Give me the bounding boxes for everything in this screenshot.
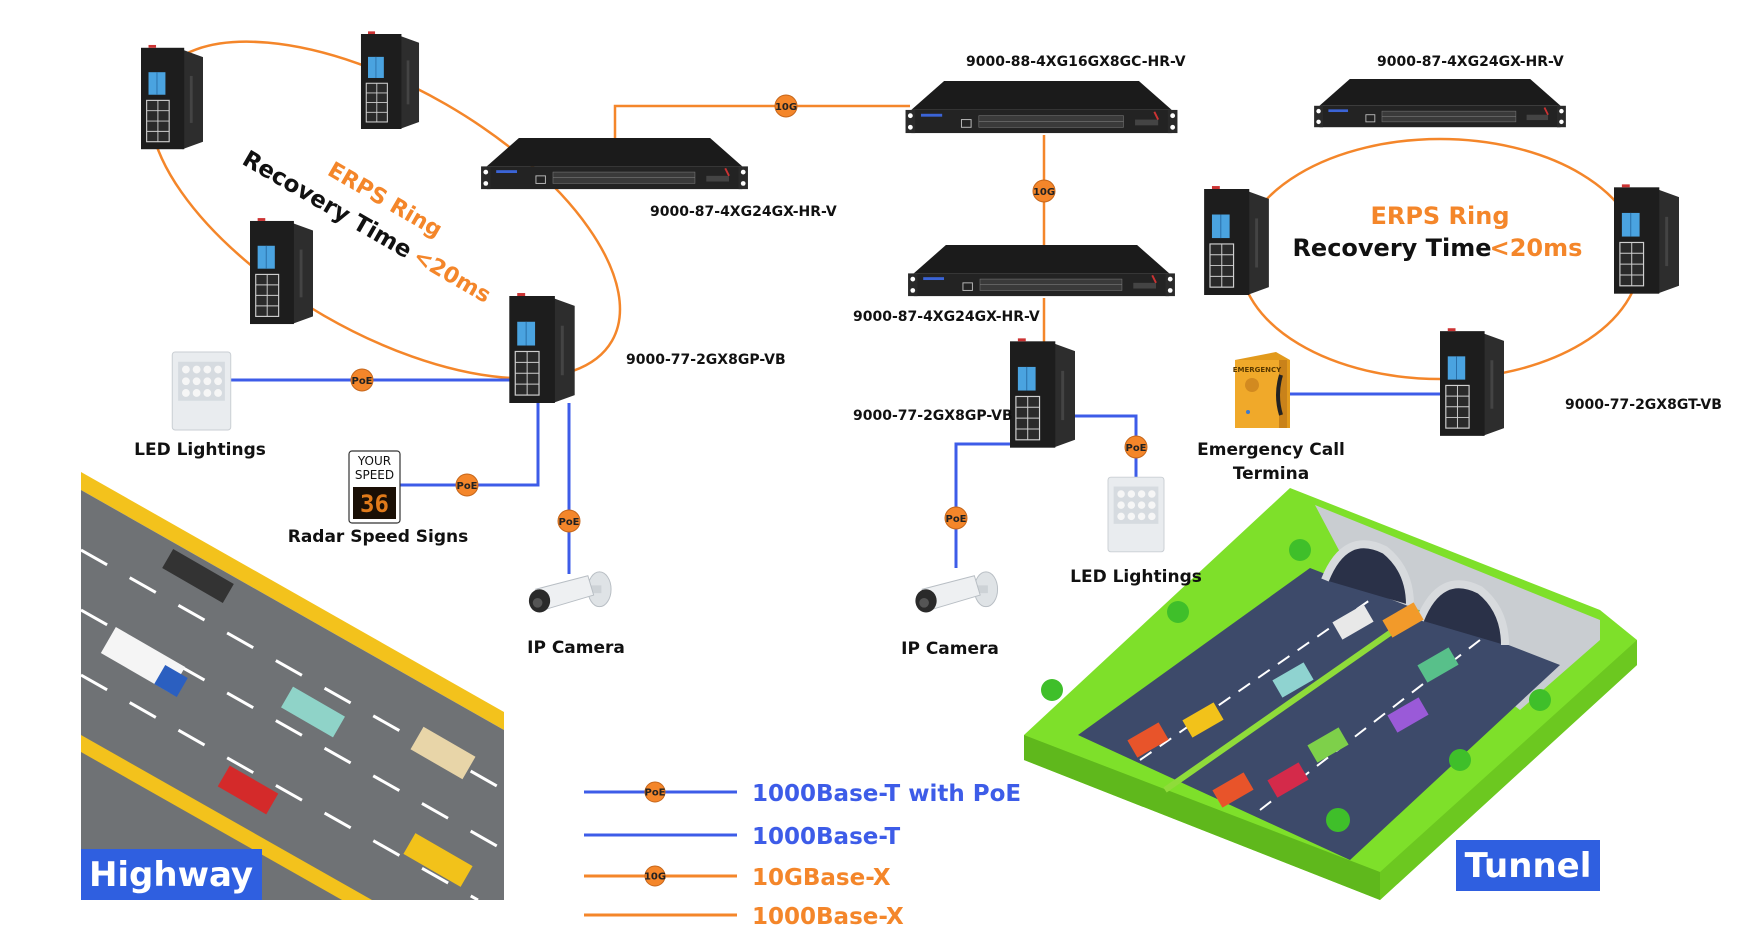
svg-text:PoE: PoE bbox=[558, 517, 579, 528]
link-10g-left-core-to-center-core bbox=[613, 104, 910, 140]
label-right-core: 9000-87-4XG24GX-HR-V bbox=[1377, 54, 1564, 70]
label-center-access: 9000-77-2GX8GP-VB bbox=[853, 408, 1013, 424]
badge-poe-camera-center: PoE bbox=[944, 506, 968, 530]
badge-poe-radar: PoE bbox=[455, 473, 479, 497]
legend-item: 10G 10GBase-X bbox=[584, 865, 891, 891]
link-poe-camera-center bbox=[954, 442, 1012, 568]
badge-poe-led-left: PoE bbox=[350, 368, 374, 392]
legend: PoE 1000Base-T with PoE 1000Base-T 10G 10GBa… bbox=[584, 781, 1021, 930]
highway-vehicles bbox=[100, 548, 476, 887]
badge-10g-top: 10G bbox=[774, 94, 798, 118]
label-camera-left: IP Camera bbox=[527, 638, 625, 658]
left-core-switch[interactable] bbox=[480, 137, 749, 191]
radar-sign-value: 36 bbox=[360, 490, 389, 518]
center-core-switch[interactable] bbox=[904, 80, 1179, 135]
right-ring-switch-right[interactable] bbox=[1613, 183, 1680, 295]
left-access-switch[interactable] bbox=[508, 292, 576, 404]
label-emergency-line1: Emergency Call bbox=[1197, 440, 1345, 460]
left-ring-switch-3[interactable] bbox=[249, 217, 314, 325]
label-center-agg: 9000-87-4XG24GX-HR-V bbox=[853, 309, 1040, 325]
svg-text:10G: 10G bbox=[1033, 187, 1055, 198]
legend-item: PoE 1000Base-T with PoE bbox=[584, 781, 1021, 807]
right-ring-recovery-label: Recovery Time bbox=[1292, 234, 1491, 262]
radar-sign-line1: YOUR bbox=[357, 454, 391, 468]
right-ring-title: ERPS Ring bbox=[1370, 202, 1509, 230]
legend-badge bbox=[644, 865, 666, 887]
svg-text:PoE: PoE bbox=[456, 481, 477, 492]
badge-10g-center: 10G bbox=[1032, 179, 1056, 203]
highway-scene: Highway bbox=[81, 472, 504, 900]
label-camera-center: IP Camera bbox=[901, 639, 999, 659]
ip-camera-center-icon bbox=[914, 571, 999, 613]
center-agg-switch[interactable] bbox=[907, 244, 1176, 298]
highway-label: Highway bbox=[89, 855, 253, 895]
label-led-right: LED Lightings bbox=[1070, 567, 1202, 587]
label-center-core: 9000-88-4XG16GX8GC-HR-V bbox=[966, 54, 1186, 70]
tunnel-label: Tunnel bbox=[1465, 846, 1592, 886]
left-ring-recovery-value: <20ms bbox=[409, 244, 495, 308]
svg-text:PoE: PoE bbox=[945, 514, 966, 525]
label-left-core: 9000-87-4XG24GX-HR-V bbox=[650, 204, 837, 220]
right-core-switch[interactable] bbox=[1313, 78, 1567, 129]
radar-sign-line2: SPEED bbox=[355, 468, 394, 482]
ip-camera-left-icon bbox=[528, 571, 612, 613]
left-ring-switch-2[interactable] bbox=[360, 30, 420, 130]
legend-badge-text: PoE bbox=[644, 788, 665, 799]
legend-item: 1000Base-T bbox=[584, 824, 901, 850]
svg-text:PoE: PoE bbox=[351, 376, 372, 387]
legend-label: 10GBase-X bbox=[752, 865, 891, 891]
legend-badge-text: 10G bbox=[644, 872, 666, 883]
label-emergency-line2: Termina bbox=[1233, 464, 1309, 484]
legend-label: 1000Base-X bbox=[752, 904, 904, 930]
link-poe-radar bbox=[400, 403, 540, 487]
right-ring-switch-left[interactable] bbox=[1203, 185, 1270, 296]
legend-badge bbox=[644, 781, 666, 803]
svg-text:10G: 10G bbox=[775, 102, 797, 113]
led-lighting-left-icon bbox=[171, 351, 232, 431]
right-access-switch[interactable] bbox=[1439, 327, 1505, 437]
led-lighting-right-icon bbox=[1107, 476, 1165, 553]
tunnel-scene: Tunnel bbox=[1024, 488, 1637, 900]
left-ring-switch-1[interactable] bbox=[140, 44, 204, 150]
svg-text:PoE: PoE bbox=[1125, 443, 1146, 454]
legend-item: 1000Base-X bbox=[584, 904, 904, 930]
label-led-left: LED Lightings bbox=[134, 440, 266, 460]
label-left-access: 9000-77-2GX8GP-VB bbox=[626, 352, 786, 368]
emergency-call-terminal-icon: EMERGENCY bbox=[1233, 352, 1290, 428]
tunnel-vehicles bbox=[1127, 602, 1459, 808]
badge-poe-led-right: PoE bbox=[1124, 435, 1148, 459]
legend-label: 1000Base-T with PoE bbox=[752, 781, 1021, 807]
emergency-sign-text: EMERGENCY bbox=[1233, 366, 1282, 374]
highway-label-box bbox=[81, 849, 262, 900]
label-radar: Radar Speed Signs bbox=[288, 527, 469, 547]
tunnel-label-box bbox=[1456, 840, 1600, 891]
label-right-access: 9000-77-2GX8GT-VB bbox=[1565, 397, 1722, 413]
legend-label: 1000Base-T bbox=[752, 824, 901, 850]
tunnel-trees bbox=[1041, 539, 1551, 832]
radar-speed-sign-icon: YOUR SPEED 36 bbox=[348, 450, 401, 524]
right-ring-recovery-value: <20ms bbox=[1490, 234, 1583, 262]
center-access-switch[interactable] bbox=[1009, 337, 1076, 449]
badge-poe-camera-left: PoE bbox=[557, 509, 581, 533]
